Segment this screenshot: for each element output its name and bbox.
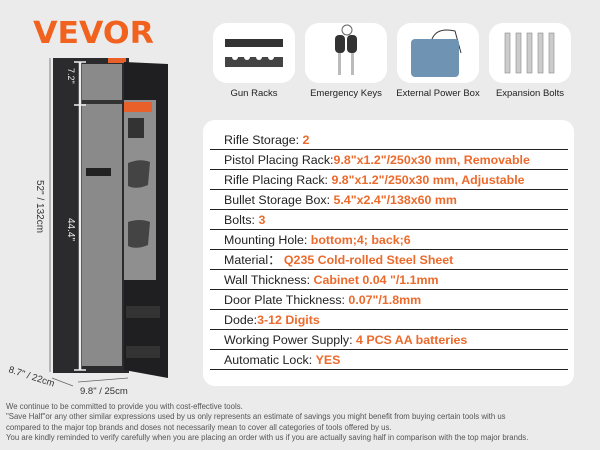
accessory-label: Expansion Bolts: [495, 88, 565, 99]
spec-value: 5.4"x2.4"/138x60 mm: [333, 193, 457, 207]
accessory-label: Gun Racks: [230, 88, 278, 99]
spec-label: Automatic Lock:: [224, 353, 316, 367]
spec-value: Cabinet 0.04 "/1.1mm: [313, 273, 439, 287]
spec-row: Bolts: 3: [210, 210, 568, 230]
disclaimer: We continue to be committed to provide y…: [6, 402, 600, 444]
bolts-icon: [489, 23, 571, 83]
keys-icon: [305, 23, 387, 83]
spec-label: Bolts:: [224, 213, 259, 227]
main-section-label: 44.4": [65, 218, 76, 241]
spec-row: Rifle Storage: 2: [210, 130, 568, 150]
spec-row: Door Plate Thickness: 0.07"/1.8mm: [210, 290, 568, 310]
spec-value: 3-12 Digits: [257, 313, 320, 327]
disclaimer-line: We continue to be committed to provide y…: [6, 402, 243, 411]
spec-label: Bullet Storage Box:: [224, 193, 334, 207]
spec-value: Q235 Cold-rolled Steel Sheet: [280, 253, 454, 267]
vevor-logo: VEVOR: [33, 16, 154, 51]
spec-label: Rifle Placing Rack:: [224, 173, 332, 187]
depth-label: 8.7" / 22cm: [7, 364, 56, 389]
spec-value: 9.8"x1.2"/250x30 mm, Removable: [333, 153, 530, 167]
height-label: 52" / 132cm: [34, 180, 45, 233]
spec-label: Door Plate Thickness:: [224, 293, 349, 307]
spec-value: 4 PCS AA batteries: [356, 333, 468, 347]
gun-rack-icon: [213, 23, 295, 83]
spec-row: Wall Thickness: Cabinet 0.04 "/1.1mm: [210, 270, 568, 290]
spec-row: Rifle Placing Rack: 9.8"x1.2"/250x30 mm,…: [210, 170, 568, 190]
spec-row: Dode:3-12 Digits: [210, 310, 568, 330]
spec-row: Bullet Storage Box: 5.4"x2.4"/138x60 mm: [210, 190, 568, 210]
spec-label: Material：: [224, 253, 281, 267]
spec-row: Material： Q235 Cold-rolled Steel Sheet: [210, 250, 568, 270]
accessory-label: Emergency Keys: [310, 88, 382, 99]
spec-label: Dode:: [224, 313, 258, 327]
spec-row: Automatic Lock: YES: [210, 350, 568, 370]
spec-label: Wall Thickness:: [224, 273, 314, 287]
safe-interior: [82, 64, 122, 366]
spec-label: Rifle Storage:: [224, 133, 303, 147]
power-box-icon: [397, 23, 479, 83]
spec-value: bottom;4; back;6: [310, 233, 411, 247]
accessory-label: External Power Box: [396, 88, 480, 99]
spec-value: 9.8"x1.2"/250x30 mm, Adjustable: [331, 173, 525, 187]
top-section-label: 7.2": [66, 68, 76, 84]
disclaimer-line: compared to the major top brands and dos…: [6, 422, 392, 432]
spec-label: Mounting Hole:: [224, 233, 311, 247]
spec-label: Working Power Supply:: [224, 333, 356, 347]
spec-value: 2: [302, 133, 310, 147]
spec-row: Mounting Hole: bottom;4; back;6: [210, 230, 568, 250]
disclaimer-line: "Save Half"or any other similar expressi…: [6, 412, 506, 422]
spec-value: 3: [258, 213, 266, 227]
disclaimer-line: You are kindly reminded to verify carefu…: [6, 433, 529, 443]
spec-value: YES: [315, 353, 341, 367]
spec-row: Pistol Placing Rack:9.8"x1.2"/250x30 mm,…: [210, 150, 568, 170]
gun-safe-image: 7.2" 44.4" 52" / 132cm 8.7" / 22cm 9.8" …: [7, 58, 168, 395]
width-label: 9.8" / 25cm: [80, 386, 128, 395]
spec-value: 0.07"/1.8mm: [348, 293, 422, 307]
spec-label: Pistol Placing Rack:: [224, 153, 334, 167]
spec-row: Working Power Supply: 4 PCS AA batteries: [210, 330, 568, 350]
